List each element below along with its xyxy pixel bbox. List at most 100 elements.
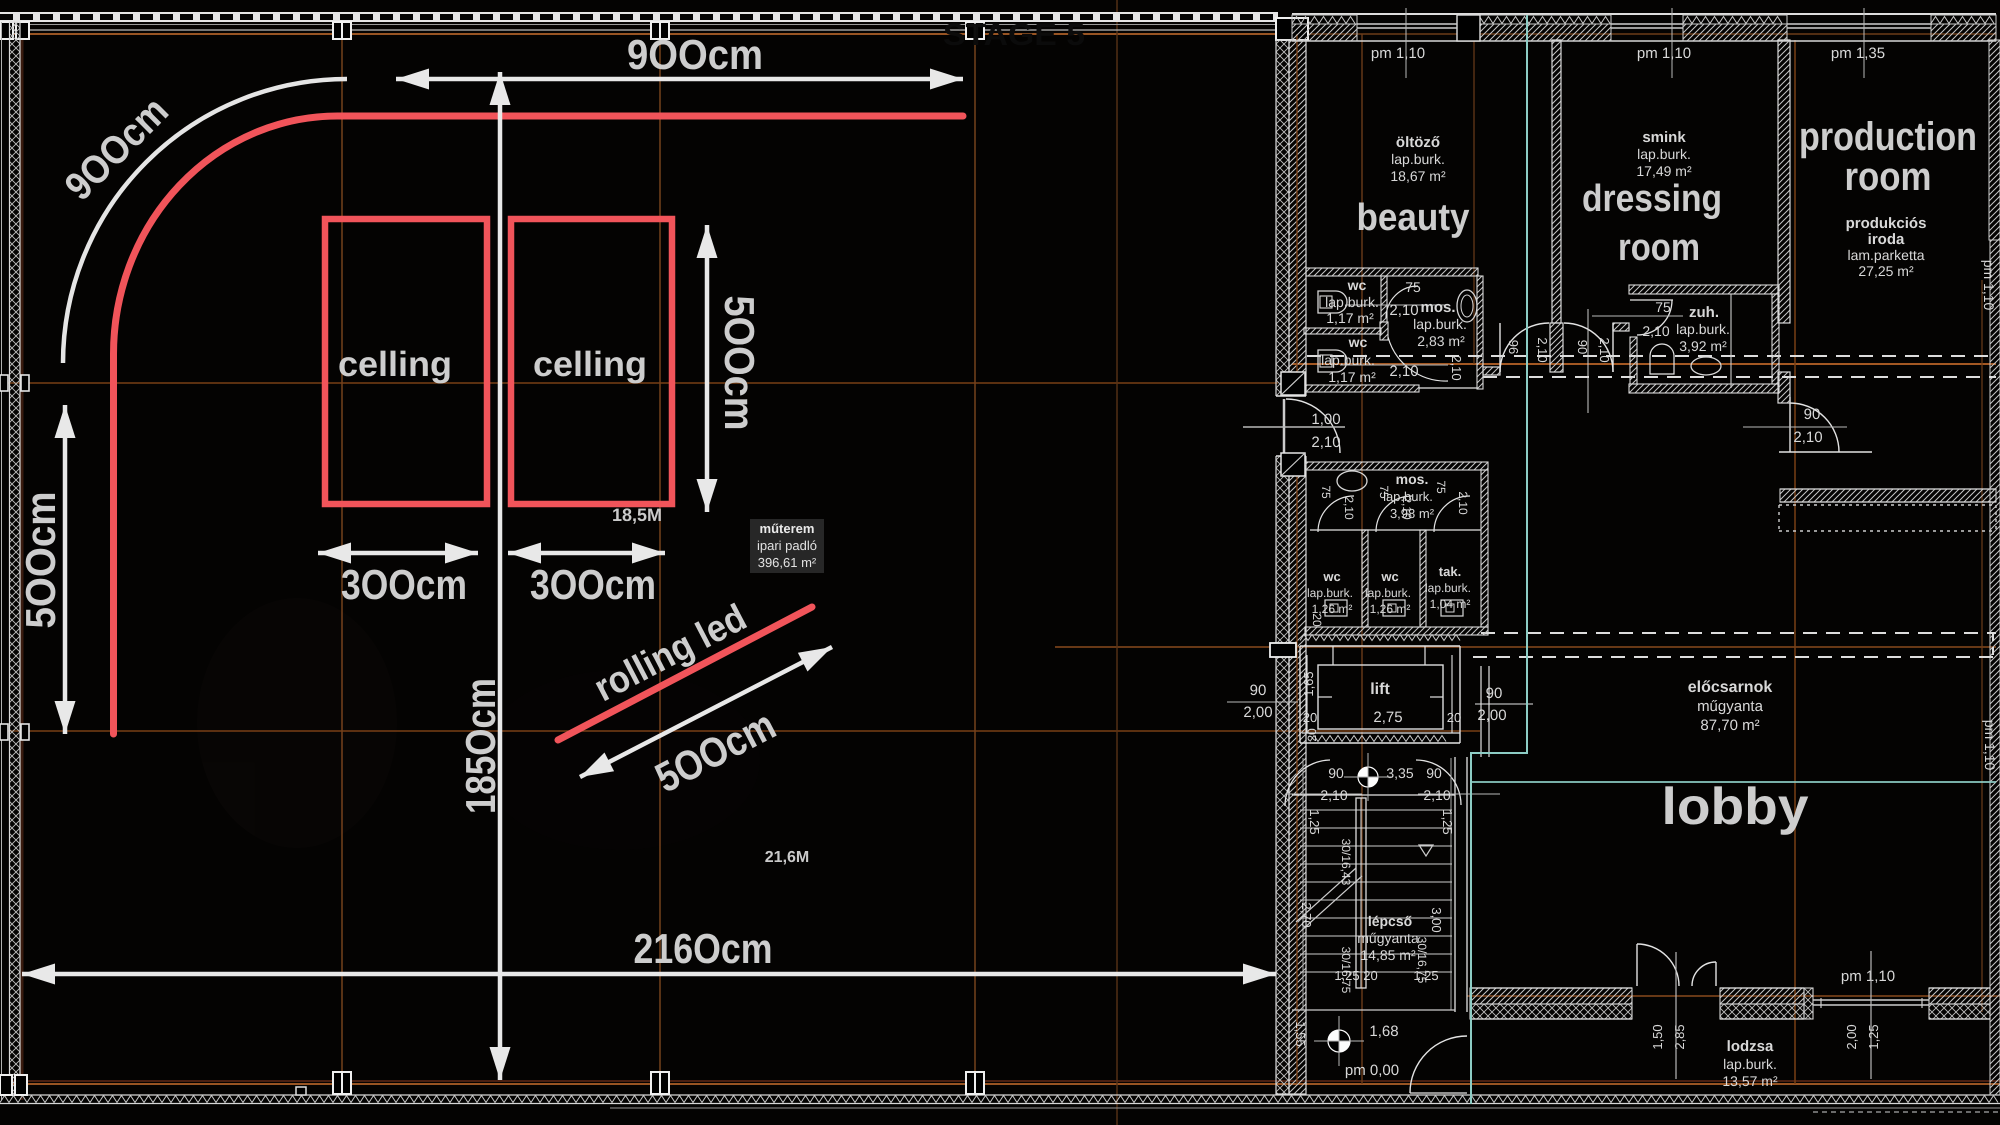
svg-text:90: 90 [1804,406,1821,423]
svg-text:3,98 m²: 3,98 m² [1390,506,1435,521]
svg-text:3OOcm: 3OOcm [341,561,467,608]
svg-text:75: 75 [1377,485,1391,499]
svg-text:75: 75 [1405,279,1421,295]
svg-text:pm 1,10: pm 1,10 [1637,45,1691,62]
svg-text:STAGE 5: STAGE 5 [943,17,1085,52]
svg-text:96: 96 [1506,340,1521,354]
svg-text:room: room [1618,227,1700,269]
svg-text:zuh.: zuh. [1689,304,1719,321]
svg-text:3OOcm: 3OOcm [530,561,656,608]
svg-text:lap.burk.: lap.burk. [1321,352,1375,368]
svg-text:2,10: 2,10 [1400,496,1414,520]
svg-text:1,25: 1,25 [1866,1024,1881,1049]
svg-text:pm 1,35: pm 1,35 [1831,45,1885,62]
svg-text:90: 90 [1575,340,1590,354]
svg-text:1,55: 1,55 [1293,1021,1308,1046]
svg-text:lap.burk.: lap.burk. [1425,581,1471,595]
svg-text:27,25 m²: 27,25 m² [1858,263,1914,279]
svg-text:1,25: 1,25 [1307,809,1322,834]
svg-text:2,85: 2,85 [1672,1024,1687,1049]
svg-text:20: 20 [1305,728,1319,742]
svg-text:20: 20 [1447,710,1461,725]
svg-text:3,00: 3,00 [1429,907,1444,932]
svg-text:90: 90 [1486,685,1503,702]
svg-text:mos.: mos. [1420,299,1455,316]
svg-text:20: 20 [1303,710,1317,725]
svg-text:lap.burk.: lap.burk. [1637,146,1691,162]
svg-text:2,00: 2,00 [1243,704,1272,721]
svg-text:lodzsa: lodzsa [1727,1038,1774,1055]
svg-text:műterem: műterem [760,521,815,536]
svg-text:1,17 m²: 1,17 m² [1328,369,1376,385]
svg-text:wc: wc [1322,569,1340,584]
svg-text:30/16,43: 30/16,43 [1339,839,1353,886]
svg-text:2,10: 2,10 [1389,363,1418,380]
svg-text:előcsarnok: előcsarnok [1688,679,1773,696]
svg-text:30/16,75: 30/16,75 [1415,937,1429,984]
svg-text:öltöző: öltöző [1396,134,1440,151]
svg-text:2,10: 2,10 [1342,496,1356,520]
svg-text:90: 90 [1328,765,1344,781]
svg-text:1,26 m²: 1,26 m² [1370,602,1411,616]
svg-text:2,10: 2,10 [1535,337,1550,362]
svg-text:1,65: 1,65 [1301,671,1316,696]
svg-text:18,5M: 18,5M [612,505,662,525]
svg-text:2,00: 2,00 [1844,1024,1859,1049]
svg-text:1,50: 1,50 [1650,1024,1665,1049]
svg-text:3,35: 3,35 [1386,765,1413,781]
svg-text:celling: celling [533,345,647,384]
svg-text:17,49 m²: 17,49 m² [1636,163,1692,179]
svg-text:13,57 m²: 13,57 m² [1722,1073,1778,1089]
svg-text:lap.burk.: lap.burk. [1383,489,1433,504]
svg-text:wc: wc [1348,334,1368,350]
svg-text:14,85 m²: 14,85 m² [1360,947,1416,963]
svg-text:396,61 m²: 396,61 m² [758,555,817,570]
svg-text:tak.: tak. [1439,564,1461,579]
svg-text:pm 1,10: pm 1,10 [1981,260,1997,311]
svg-text:2,10: 2,10 [1456,491,1470,515]
svg-text:lap.burk.: lap.burk. [1391,151,1445,167]
svg-text:2,70: 2,70 [1299,902,1314,927]
svg-text:2,83 m²: 2,83 m² [1417,333,1465,349]
svg-text:celling: celling [338,345,452,384]
svg-text:1,68: 1,68 [1369,1023,1398,1040]
svg-text:lam.parketta: lam.parketta [1847,247,1924,263]
svg-text:2,75: 2,75 [1373,709,1402,726]
svg-text:90: 90 [1250,682,1267,699]
svg-text:18,67 m²: 18,67 m² [1390,168,1446,184]
svg-text:9OOcm: 9OOcm [627,31,763,78]
svg-text:75: 75 [1319,485,1333,499]
svg-text:wc: wc [1380,569,1398,584]
svg-text:lobby: lobby [1662,778,1809,836]
svg-text:2,10: 2,10 [1320,787,1347,803]
svg-text:wc: wc [1347,277,1367,293]
svg-text:ipari padló: ipari padló [757,538,817,553]
svg-text:2,10: 2,10 [1597,337,1612,362]
svg-text:75: 75 [1655,299,1671,315]
svg-text:5OOcm: 5OOcm [17,492,64,629]
svg-text:lap.burk.: lap.burk. [1413,316,1467,332]
svg-text:2,00: 2,00 [1477,707,1506,724]
svg-text:pm 1,10: pm 1,10 [1982,720,1998,771]
svg-text:lap.burk.: lap.burk. [1723,1056,1777,1072]
svg-text:185Ocm: 185Ocm [457,678,504,814]
svg-text:pm 0,00: pm 0,00 [1345,1062,1399,1079]
svg-text:lift: lift [1370,681,1390,698]
svg-text:90: 90 [1426,765,1442,781]
svg-text:2,10: 2,10 [1449,355,1464,380]
svg-text:beauty: beauty [1357,197,1470,239]
svg-text:lap.burk.: lap.burk. [1307,586,1353,600]
svg-text:dressing: dressing [1582,178,1722,220]
svg-text:1,25 20: 1,25 20 [1334,968,1377,983]
svg-text:2,10: 2,10 [1389,302,1418,319]
svg-text:lap.burk.: lap.burk. [1325,294,1379,310]
svg-text:1,00: 1,00 [1311,411,1340,428]
svg-text:2,10: 2,10 [1793,429,1822,446]
svg-text:lépcső: lépcső [1368,913,1412,929]
svg-text:smink: smink [1642,129,1686,146]
svg-text:1,25: 1,25 [1440,809,1455,834]
svg-text:20: 20 [1310,613,1324,627]
svg-text:3,92 m²: 3,92 m² [1679,338,1727,354]
svg-text:75: 75 [1434,480,1448,494]
svg-text:1,04 m²: 1,04 m² [1430,597,1471,611]
